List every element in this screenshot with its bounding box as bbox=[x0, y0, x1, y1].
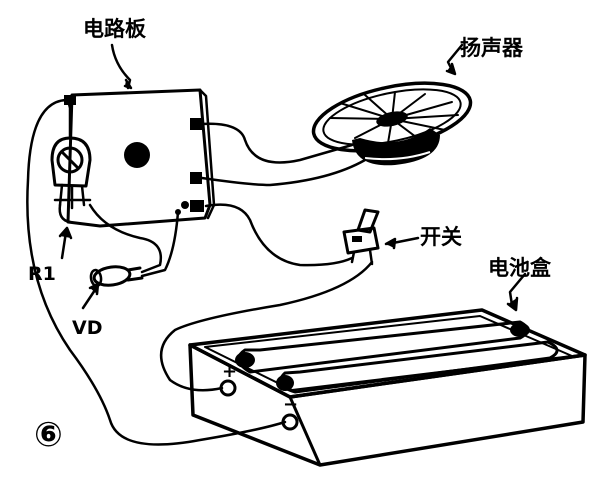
speaker bbox=[311, 81, 473, 166]
wires bbox=[26, 98, 374, 446]
label-circuit-board: 电路板 bbox=[83, 17, 147, 41]
label-r1: R1 bbox=[28, 263, 56, 285]
board-pad-3 bbox=[190, 200, 204, 212]
board-pad-4 bbox=[64, 95, 76, 105]
circuit-board bbox=[64, 88, 216, 228]
label-battery-minus: − bbox=[283, 394, 298, 415]
label-vd: VD bbox=[72, 317, 102, 339]
label-speaker: 扬声器 bbox=[460, 36, 524, 60]
board-pad-1 bbox=[190, 118, 202, 130]
figure-number: ⑥ bbox=[34, 415, 63, 455]
leader-lines bbox=[58, 43, 527, 312]
battery-box bbox=[188, 308, 587, 467]
potentiometer-r1 bbox=[50, 98, 92, 210]
label-switch: 开关 bbox=[420, 225, 462, 249]
label-battery-plus: + bbox=[222, 361, 237, 382]
label-battery-box: 电池盒 bbox=[488, 256, 552, 280]
board-pad-2 bbox=[190, 172, 202, 184]
board-chip bbox=[124, 142, 150, 168]
toggle-switch bbox=[342, 208, 380, 266]
